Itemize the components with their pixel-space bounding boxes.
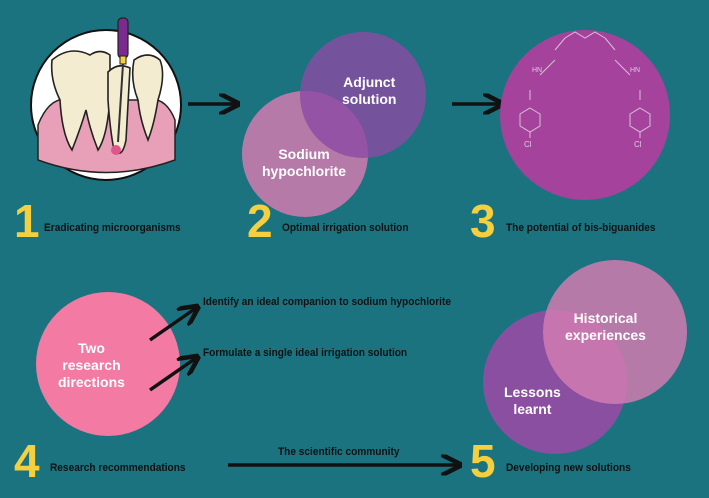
step-3-label: The potential of bis-biguanides [506, 222, 656, 234]
step-3-number: 3 [470, 195, 496, 247]
step-1-label: Eradicating microorganisms [44, 222, 181, 234]
research-circle-label: Two research directions [58, 340, 125, 390]
venn-top [242, 32, 426, 217]
venn-top-label-b: Sodium hypochlorite [262, 146, 347, 179]
bis-biguanide-molecule [519, 31, 651, 138]
venn-bottom-label-a: Historical experiences [565, 310, 646, 343]
step-2-number: 2 [247, 195, 273, 247]
venn-top-circle-a [300, 32, 426, 158]
step-2-label: Optimal irrigation solution [282, 222, 409, 234]
direction-1-label: Identify an ideal companion to sodium hy… [203, 296, 451, 308]
venn-top-label-a: Adjunct solution [342, 74, 397, 107]
step-4-number: 4 [14, 435, 40, 487]
step-5-number: 5 [470, 435, 496, 487]
molecule-hn-left: HN [532, 67, 543, 74]
molecule-cl-right: Cl [634, 140, 642, 149]
molecule-hn-right: HN [630, 67, 641, 74]
molecule-circle [500, 30, 670, 200]
molecule-cl-left: Cl [524, 140, 532, 149]
step-1-number: 1 [14, 195, 40, 247]
community-label: The scientific community [278, 446, 400, 458]
step-5-label: Developing new solutions [506, 462, 631, 474]
venn-bottom-label-b: Lessons learnt [504, 384, 561, 417]
direction-2-label: Formulate a single ideal irrigation solu… [203, 347, 408, 359]
step-4-label: Research recommendations [50, 462, 186, 474]
tooth-illustration [30, 17, 182, 181]
